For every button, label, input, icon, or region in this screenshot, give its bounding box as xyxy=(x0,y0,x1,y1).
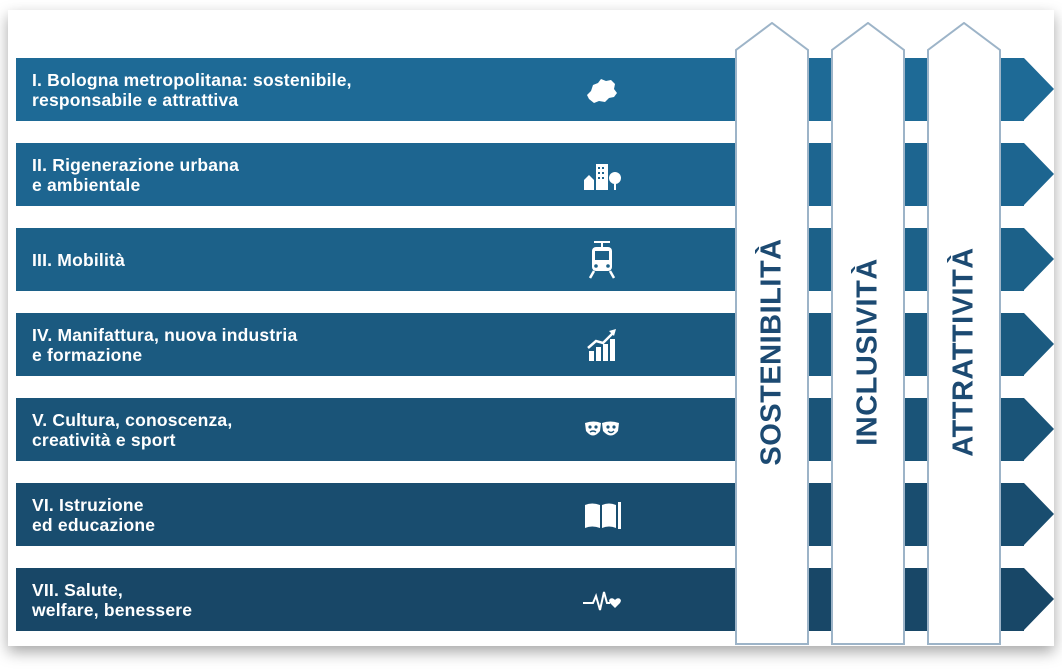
row-label-line2: welfare, benessere xyxy=(32,599,193,620)
open-book-icon xyxy=(585,502,621,529)
heartbeat-icon xyxy=(583,591,621,611)
row-label-line2: creatività e sport xyxy=(32,429,176,450)
pillar-arrow-shape xyxy=(735,22,809,645)
pillar-arrow-shape xyxy=(831,22,905,645)
tram-icon xyxy=(588,241,616,279)
row-label-line1: II. Rigenerazione urbana xyxy=(32,154,240,175)
row-label: VII. Salute, welfare, benessere xyxy=(32,568,192,631)
row-label-line1: VI. Istruzione xyxy=(32,494,144,515)
row-label: VI. Istruzione ed educazione xyxy=(32,483,155,546)
row-label: V. Cultura, conoscenza, creatività e spo… xyxy=(32,398,232,461)
growth-chart-icon xyxy=(587,329,616,361)
arrow-tip xyxy=(1024,143,1054,205)
row-label-line1: I. Bologna metropolitana: sostenibile, xyxy=(32,69,352,90)
pillar-attrattivita: ATTRATTIVITÀ xyxy=(927,22,1001,646)
row-label-line1: V. Cultura, conoscenza, xyxy=(32,409,233,430)
pillar-arrow-shape xyxy=(927,22,1001,645)
arrow-tip xyxy=(1024,313,1054,375)
pillar-label: ATTRATTIVITÀ xyxy=(947,247,980,457)
row-label-line2: responsabile e attrattiva xyxy=(32,89,239,110)
row-label-line2: e ambientale xyxy=(32,174,141,195)
arrow-tip xyxy=(1024,398,1054,460)
row-label-line1: VII. Salute, xyxy=(32,579,123,600)
arrow-tip xyxy=(1024,228,1054,290)
theater-masks-icon xyxy=(585,421,619,436)
map-region-icon xyxy=(587,79,617,103)
row-label-line2: e formazione xyxy=(32,344,143,365)
pillar-inclusivita: INCLUSIVITÀ xyxy=(831,22,905,646)
row-label-line1: IV. Manifattura, nuova industria xyxy=(32,324,298,345)
row-label-line1: III. Mobilità xyxy=(32,249,126,270)
city-tree-icon xyxy=(584,164,621,190)
row-label-line2: ed educazione xyxy=(32,514,156,535)
row-label: I. Bologna metropolitana: sostenibile, r… xyxy=(32,58,352,121)
pillar-label: INCLUSIVITÀ xyxy=(851,258,884,446)
pillar-label: SOSTENIBILITÀ xyxy=(755,238,788,466)
row-label: IV. Manifattura, nuova industria e forma… xyxy=(32,313,297,376)
arrow-tip xyxy=(1024,568,1054,630)
pillar-sostenibilita: SOSTENIBILITÀ xyxy=(735,22,809,646)
arrow-tip xyxy=(1024,58,1054,120)
row-label: III. Mobilità xyxy=(32,228,125,291)
arrow-tip xyxy=(1024,483,1054,545)
row-label: II. Rigenerazione urbana e ambientale xyxy=(32,143,239,206)
